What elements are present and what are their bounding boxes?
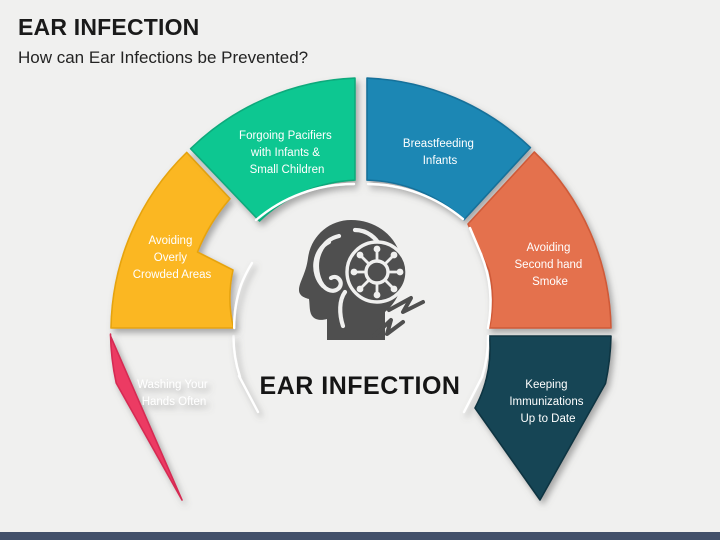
center-title: EAR INFECTION [259, 372, 461, 400]
page-subtitle: How can Ear Infections be Prevented? [18, 48, 309, 67]
page-title: EAR INFECTION [18, 14, 200, 40]
segment-breastfeeding-infants[interactable]: Breastfeeding Infants [366, 77, 532, 221]
segment-label-washing-hands: Washing Your Hands Often [137, 379, 211, 408]
head-ear-infection-icon [299, 220, 425, 340]
segment-washing-hands[interactable]: Washing Your Hands Often [109, 333, 260, 501]
segment-avoiding-second-hand-smoke[interactable]: Avoiding Second hand Smoke [467, 151, 612, 330]
segment-label-breastfeeding-infants: Breastfeeding Infants [403, 138, 477, 167]
segment-forgoing-pacifiers[interactable]: Forgoing Pacifiers with Infants & Small … [189, 77, 356, 222]
segment-keeping-immunizations[interactable]: Keeping Immunizations Up to Date [462, 334, 612, 501]
segment-label-forgoing-pacifiers: Forgoing Pacifiers with Infants & Small … [239, 130, 335, 176]
segment-label-keeping-immunizations: Keeping Immunizations Up to Date [509, 379, 586, 425]
segment-avoiding-crowded-areas[interactable]: Avoiding Overly Crowded Areas [110, 151, 254, 330]
segment-label-avoiding-second-hand-smoke: Avoiding Second hand Smoke [515, 242, 586, 288]
segment-label-avoiding-crowded-areas: Avoiding Overly Crowded Areas [133, 235, 212, 281]
bottom-accent-bar [0, 532, 720, 540]
